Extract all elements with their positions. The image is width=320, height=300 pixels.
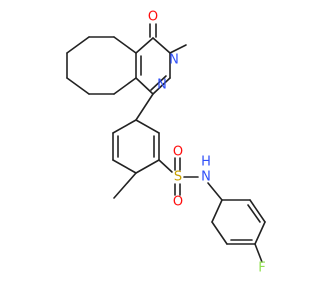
atom-f: F <box>258 261 265 276</box>
atom-n-ring-methyl: N <box>169 53 179 68</box>
cyclohexane-ring <box>66 36 137 95</box>
benzene-ring <box>112 93 173 199</box>
atom-n-ring: N <box>157 78 167 93</box>
atom-nh-n: N <box>201 170 211 185</box>
atom-labels: O N N S O O N H F <box>148 10 266 276</box>
atom-nh-h: H <box>201 155 211 170</box>
structure-drawing: O N N S O O N H F <box>66 10 266 276</box>
fluorobenzyl-ring <box>211 199 266 263</box>
sulfonamide-group <box>174 157 223 201</box>
pyridazinone-ring <box>113 23 187 95</box>
molecule-diagram: O N N S O O N H F <box>66 10 266 276</box>
atom-o-sulfonyl-top: O <box>173 145 183 160</box>
atom-s: S <box>174 170 182 185</box>
atom-o-carbonyl: O <box>148 10 158 25</box>
atom-o-sulfonyl-bottom: O <box>173 195 183 210</box>
